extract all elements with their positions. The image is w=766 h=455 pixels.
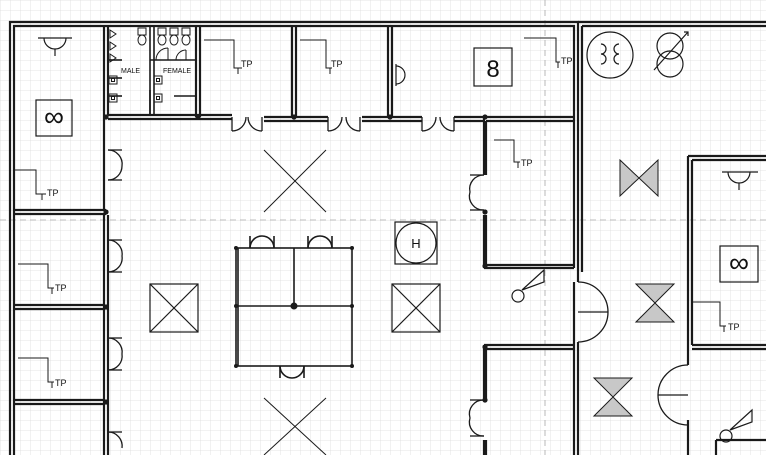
restroom-fixtures: [108, 27, 191, 103]
hose-reel-icon: [719, 408, 753, 443]
variable-transformer-icon: [653, 31, 689, 78]
male-restroom-label: MALE: [121, 68, 140, 75]
telephone-label: TP: [55, 378, 67, 388]
helipad-label: H: [411, 236, 420, 251]
telephone-label: TP: [241, 59, 253, 69]
valve-symbol: [619, 158, 659, 198]
figure-eight-symbol: 8: [473, 47, 513, 87]
doors: [107, 116, 689, 449]
walls: [8, 20, 766, 455]
infinity-glyph-left: ∞: [44, 101, 64, 132]
valve-symbol: [592, 377, 634, 417]
helipad-symbol: H: [394, 221, 438, 265]
wall-outlet-icon: [395, 64, 406, 86]
infinity-symbol-left: ∞: [35, 99, 73, 137]
infinity-symbol-right: ∞: [719, 245, 759, 283]
telephone-label: TP: [521, 158, 533, 168]
valve-symbol: [634, 283, 676, 323]
infinity-glyph-right: ∞: [729, 247, 749, 278]
open-area-markers: [263, 149, 327, 455]
telephone-symbols: [14, 37, 726, 388]
transformer-icon: [586, 31, 634, 79]
telephone-label: TP: [728, 322, 740, 332]
telephone-label: TP: [331, 59, 343, 69]
figure-eight-glyph: 8: [486, 56, 499, 83]
ceiling-light-icon: [722, 171, 758, 190]
hose-reel-icon: [511, 268, 545, 303]
female-restroom-label: FEMALE: [163, 68, 191, 75]
elevator-shaft-right: [391, 283, 441, 333]
telephone-label: TP: [561, 56, 573, 66]
telephone-label: TP: [47, 188, 59, 198]
ceiling-light-icon: [38, 37, 72, 56]
stall-doors: [155, 47, 187, 61]
island-center-node: [290, 302, 298, 310]
wall-junction-nodes: [103, 114, 488, 405]
telephone-label: TP: [55, 283, 67, 293]
elevator-shaft-left: [149, 283, 199, 333]
